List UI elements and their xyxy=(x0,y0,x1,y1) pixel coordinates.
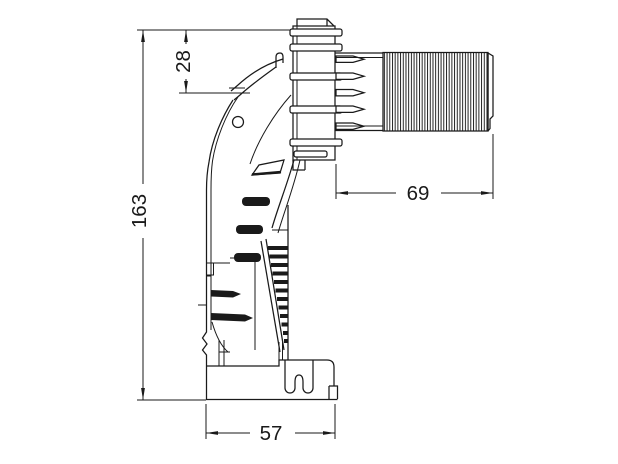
clip-bar xyxy=(289,28,343,37)
curve-fin xyxy=(236,225,263,234)
flange-top-cap xyxy=(296,18,335,27)
dim-label-overall-height: 163 xyxy=(128,194,151,228)
flange-plate xyxy=(292,18,336,171)
inner-right-curve xyxy=(271,159,295,229)
arrow-up-icon xyxy=(141,30,145,42)
barb-spike xyxy=(335,105,367,114)
dimension-overall-height: 163 xyxy=(128,29,293,401)
clip-bar xyxy=(293,150,328,158)
arrow-right-icon xyxy=(481,191,493,195)
dim-label-base-width: 57 xyxy=(260,422,283,445)
arrow-left-icon xyxy=(336,191,348,195)
panel-to-base-curve xyxy=(211,321,229,353)
panel-fin xyxy=(211,313,253,322)
panel-fin xyxy=(211,290,241,298)
tooth xyxy=(281,322,288,327)
tooth xyxy=(278,305,288,310)
base-outline xyxy=(206,359,335,386)
tooth xyxy=(268,246,288,250)
dimension-base-width: 57 xyxy=(205,404,336,445)
arrow-down-icon xyxy=(141,388,145,400)
curve-fin xyxy=(242,197,270,206)
barb-spike xyxy=(335,72,367,81)
elbow-connector-part xyxy=(198,18,494,401)
arrow-up-icon xyxy=(184,30,188,42)
arrow-down-icon xyxy=(184,81,188,93)
wedge-fin-edge xyxy=(251,170,282,176)
inner-left-profile xyxy=(210,96,239,330)
base-plate xyxy=(205,359,339,401)
support-legs xyxy=(218,340,283,366)
interior-wall-curve xyxy=(249,94,292,165)
tooth xyxy=(272,271,288,276)
pipe-end-cap xyxy=(487,52,494,132)
edge-ticks xyxy=(198,275,211,306)
arrow-left-icon xyxy=(206,431,218,435)
clip-bar xyxy=(289,43,343,52)
collar-inner-curve xyxy=(233,66,277,101)
collar-outer-curve xyxy=(230,58,284,92)
clip-bar xyxy=(289,138,343,147)
pipe-neck xyxy=(335,52,383,132)
dimension-top-offset: 28 xyxy=(172,30,250,94)
tooth xyxy=(283,331,289,335)
tooth xyxy=(284,339,289,343)
dim-label-top-offset: 28 xyxy=(172,50,195,73)
tooth xyxy=(280,314,288,318)
dim-label-thread-length: 69 xyxy=(407,182,430,205)
barb-spike xyxy=(335,88,367,97)
dimension-thread-length: 69 xyxy=(335,134,494,205)
pin-hole xyxy=(231,115,245,129)
pipe-neck-inner xyxy=(335,57,383,127)
collar-stub xyxy=(275,52,284,68)
arrow-right-icon xyxy=(323,431,335,435)
outer-left-profile xyxy=(201,99,234,366)
thread-section xyxy=(382,51,489,132)
curve-fin xyxy=(234,253,261,262)
body-housing xyxy=(198,52,301,366)
tooth xyxy=(275,288,288,293)
base-right-tab xyxy=(328,385,339,399)
tooth xyxy=(277,297,288,301)
inner-right-curve-2 xyxy=(277,159,301,234)
ratchet-teeth xyxy=(268,246,289,343)
flange-plate-body xyxy=(292,25,336,161)
barb-spikes xyxy=(335,55,367,131)
clip-window xyxy=(206,262,214,276)
clip-bar xyxy=(289,72,343,81)
tooth xyxy=(274,280,288,284)
tooth xyxy=(269,254,288,259)
clip-bar xyxy=(289,105,343,114)
strap-edges xyxy=(260,238,285,353)
mounting-clip-bars xyxy=(289,28,343,158)
threaded-pipe xyxy=(335,51,494,132)
ratchet-strap xyxy=(260,238,289,353)
tooth xyxy=(271,263,288,267)
strain-relief-notch xyxy=(284,360,314,394)
barb-spike xyxy=(335,55,367,64)
